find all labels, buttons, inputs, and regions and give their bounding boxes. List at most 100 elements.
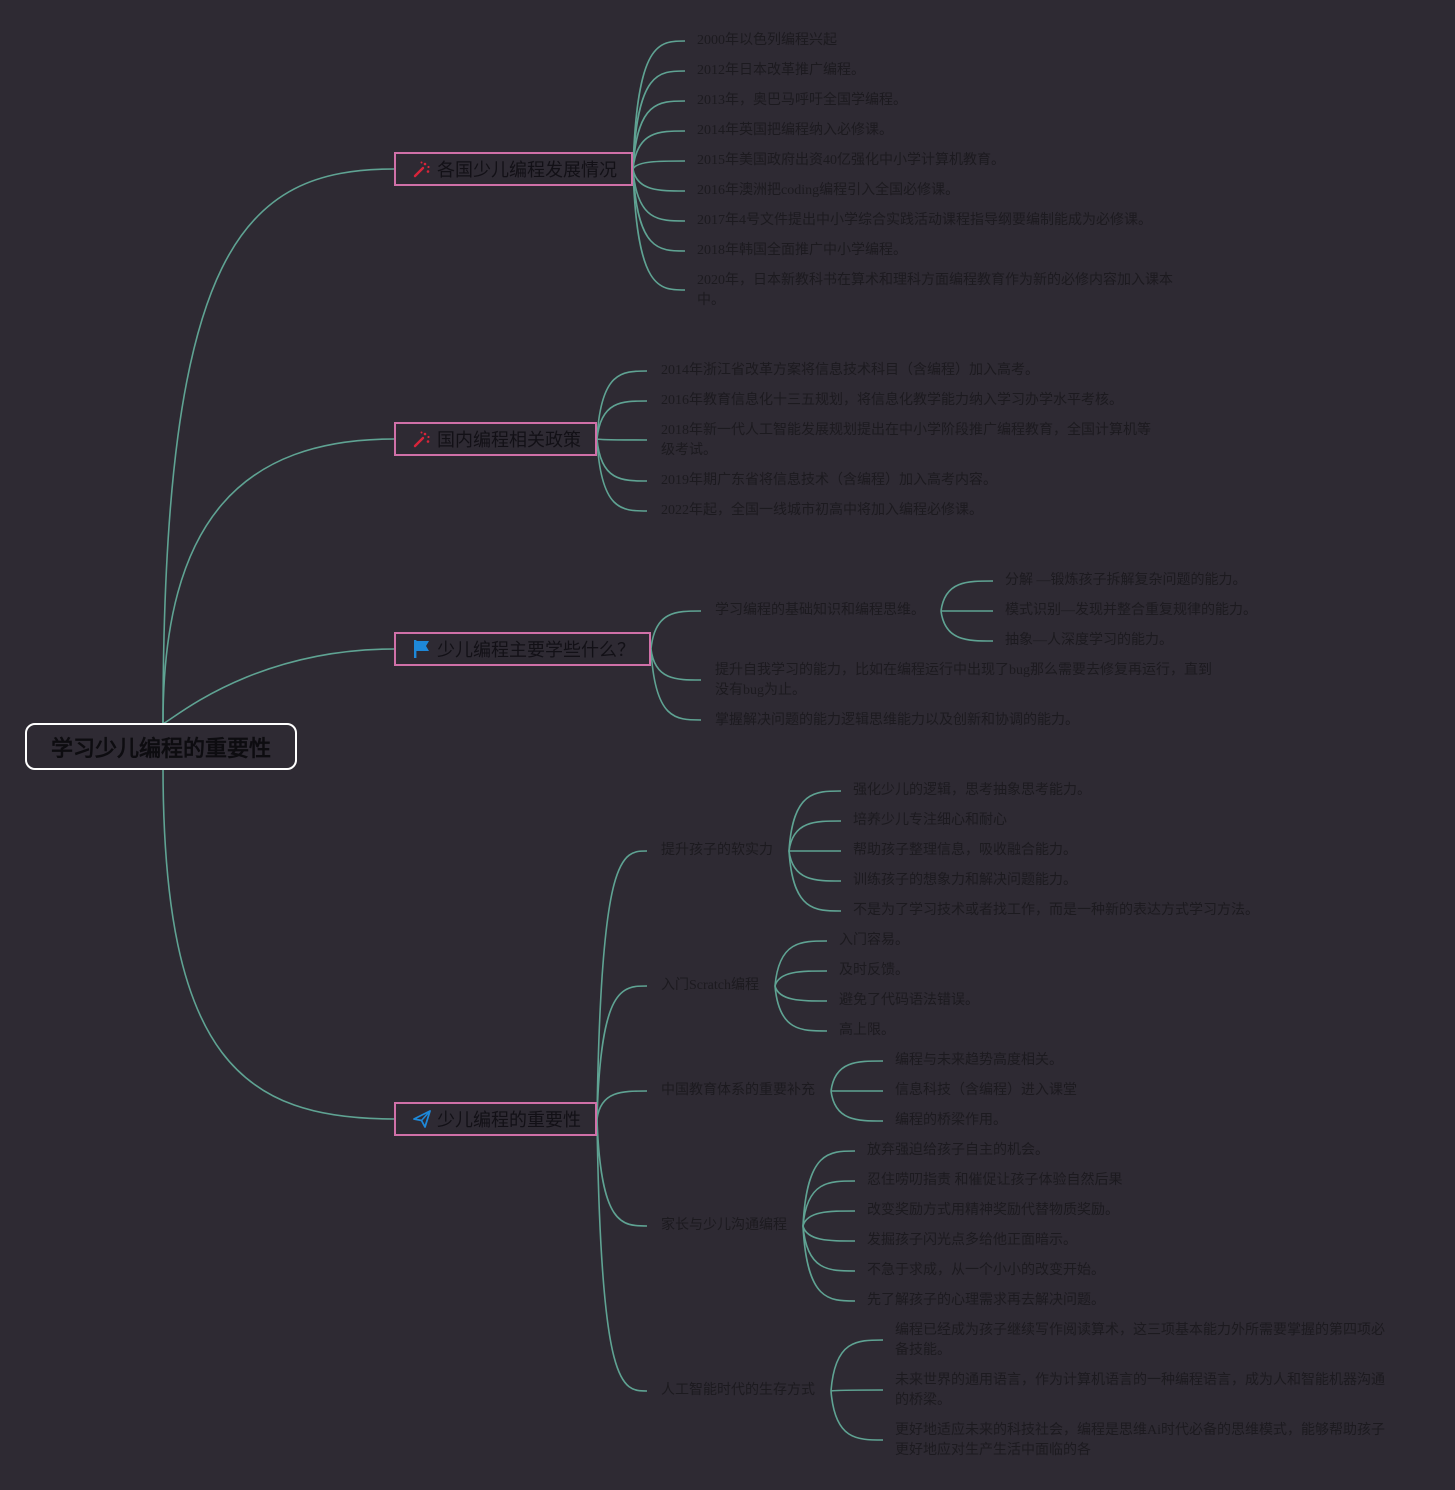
leaf-topic[interactable]: 2013年，奥巴马呼吁全国学编程。 [697,93,907,108]
connector-line [596,400,648,440]
connector-line [830,1060,884,1092]
wand-sparkle-icon [412,159,432,179]
wand-sparkle-icon [412,429,432,449]
root-connector-line [162,648,395,724]
leaf-topic[interactable]: 2018年韩国全面推广中小学编程。 [697,243,907,258]
subtopic[interactable]: 人工智能时代的生存方式 [661,1383,815,1398]
branch-countries-development[interactable]: 各国少儿编程发展情况 [394,152,633,186]
connector-line [774,985,828,1002]
leaf-topic[interactable]: 分解 —锻炼孩子拆解复杂问题的能力。 [1005,573,1247,588]
leaf-topic[interactable]: 2000年以色列编程兴起 [697,33,837,48]
subtopic[interactable]: 中国教育体系的重要补充 [661,1083,815,1098]
connector-line [830,1339,884,1392]
leaf-topic[interactable]: 2018年新一代人工智能发展规划提出在中小学阶段推广编程教育，全国计算机等级考试… [661,423,1151,458]
connector-line [596,985,648,1120]
connector-line [830,1389,884,1392]
leaf-topic[interactable]: 避免了代码语法错误。 [839,993,979,1008]
connector-line [830,1390,884,1441]
connector-line [632,168,686,252]
leaf-topic[interactable]: 不急于求成，从一个小小的改变开始。 [867,1263,1105,1278]
leaf-topic[interactable]: 模式识别—发现并整合重复规律的能力。 [1005,603,1257,618]
leaf-topic[interactable]: 不是为了学习技术或者找工作，而是一种新的表达方式学习方法。 [853,903,1259,918]
connector-line [940,610,994,642]
leaf-topic[interactable]: 高上限。 [839,1023,895,1038]
subtopic[interactable]: 提升孩子的软实力 [661,843,773,858]
branch-importance[interactable]: 少儿编程的重要性 [394,1102,597,1136]
connector-line [774,970,828,987]
subtopic[interactable]: 入门Scratch编程 [661,978,759,993]
connector-line [596,1118,648,1227]
leaf-topic[interactable]: 更好地适应未来的科技社会，编程是思维Ai时代必备的思维模式，能够帮助孩子更好地应… [895,1423,1385,1458]
branch-label: 少儿编程主要学些什么？ [437,640,635,661]
connector-line [596,850,648,1120]
leaf-topic[interactable]: 提升自我学习的能力，比如在编程运行中出现了bug那么需要去修复再运行，直到没有b… [715,663,1212,698]
connector-line [788,790,842,852]
leaf-topic[interactable]: 及时反馈。 [839,963,909,978]
leaf-topic[interactable]: 未来世界的通用语言，作为计算机语言的一种编程语言，成为人和智能机器沟通的桥梁。 [895,1373,1385,1408]
connector-line [650,648,702,721]
leaf-topic[interactable]: 先了解孩子的心理需求再去解决问题。 [867,1293,1105,1308]
leaf-topic[interactable]: 掌握解决问题的能力逻辑思维能力以及创新和协调的能力。 [715,713,1079,728]
connector-line [596,1090,648,1120]
connector-line [596,438,648,441]
connector-line [650,648,702,681]
leaf-topic[interactable]: 帮助孩子整理信息，吸收融合能力。 [853,843,1077,858]
connector-line [596,438,648,482]
connector-line [802,1180,856,1227]
connector-line [632,168,686,291]
connector-line [802,1225,856,1272]
leaf-topic[interactable]: 2014年浙江省改革方案将信息技术科目（含编程）加入高考。 [661,363,1039,378]
leaf-topic[interactable]: 2016年教育信息化十三五规划，将信息化教学能力纳入学习办学水平考核。 [661,393,1123,408]
leaf-topic[interactable]: 改变奖励方式用精神奖励代替物质奖励。 [867,1203,1119,1218]
branch-domestic-policy[interactable]: 国内编程相关政策 [394,422,597,456]
connector-line [940,580,994,612]
connector-line [650,610,702,650]
leaf-topic[interactable]: 2022年起，全国一线城市初高中将加入编程必修课。 [661,503,983,518]
paper-plane-icon [412,1109,432,1129]
root-topic[interactable]: 学习少儿编程的重要性 [25,723,297,770]
leaf-topic[interactable]: 编程与未来趋势高度相关。 [895,1053,1063,1068]
leaf-topic[interactable]: 2012年日本改革推广编程。 [697,63,865,78]
leaf-topic[interactable]: 训练孩子的想象力和解决问题能力。 [853,873,1077,888]
leaf-topic[interactable]: 培养少儿专注细心和耐心 [853,813,1007,828]
leaf-topic[interactable]: 入门容易。 [839,933,909,948]
leaf-topic[interactable]: 发掘孩子闪光点多给他正面暗示。 [867,1233,1077,1248]
leaf-topic[interactable]: 2014年英国把编程纳入必修课。 [697,123,893,138]
connector-line [632,168,686,192]
connector-line [788,820,842,852]
connector-line [788,850,842,882]
branch-what-to-learn[interactable]: 少儿编程主要学些什么？ [394,632,651,666]
leaf-topic[interactable]: 2020年，日本新教科书在算术和理科方面编程教育作为新的必修内容加入课本中。 [697,273,1173,308]
connector-line [802,1225,856,1242]
branch-label: 各国少儿编程发展情况 [437,160,617,181]
leaf-topic[interactable]: 强化少儿的逻辑，思考抽象思考能力。 [853,783,1091,798]
connector-line [632,100,686,170]
subtopic[interactable]: 家长与少儿沟通编程 [661,1218,787,1233]
connector-line [632,40,686,170]
branch-label: 国内编程相关政策 [437,430,581,451]
leaf-topic[interactable]: 放弃强迫给孩子自主的机会。 [867,1143,1049,1158]
leaf-topic[interactable]: 2019年期广东省将信息技术（含编程）加入高考内容。 [661,473,997,488]
connector-line [788,850,842,912]
leaf-topic[interactable]: 2017年4号文件提出中小学综合实践活动课程指导纲要编制能成为必修课。 [697,213,1152,228]
connector-line [774,940,828,987]
connector-line [596,1118,648,1392]
leaf-topic[interactable]: 信息科技（含编程）进入课堂 [895,1083,1077,1098]
connector-line [632,160,686,170]
connector-line [830,1090,884,1122]
leaf-topic[interactable]: 2016年澳洲把coding编程引入全国必修课。 [697,183,960,198]
leaf-topic[interactable]: 编程的桥梁作用。 [895,1113,1007,1128]
flag-icon [412,639,432,659]
leaf-topic[interactable]: 2015年美国政府出资40亿强化中小学计算机教育。 [697,153,1005,168]
connector-line [802,1225,856,1302]
connector-line [632,130,686,170]
connector-line [632,70,686,170]
connector-line [802,1210,856,1227]
leaf-topic[interactable]: 忍住唠叨指责 和催促让孩子体验自然后果 [867,1173,1123,1188]
branch-label: 少儿编程的重要性 [437,1110,581,1131]
subtopic[interactable]: 学习编程的基础知识和编程思维。 [715,603,925,618]
leaf-topic[interactable]: 编程已经成为孩子继续写作阅读算术，这三项基本能力外所需要掌握的第四项必备技能。 [895,1323,1385,1358]
root-connector-line [162,765,395,1120]
root-topic-label: 学习少儿编程的重要性 [50,736,271,762]
leaf-topic[interactable]: 抽象—人深度学习的能力。 [1005,633,1173,648]
